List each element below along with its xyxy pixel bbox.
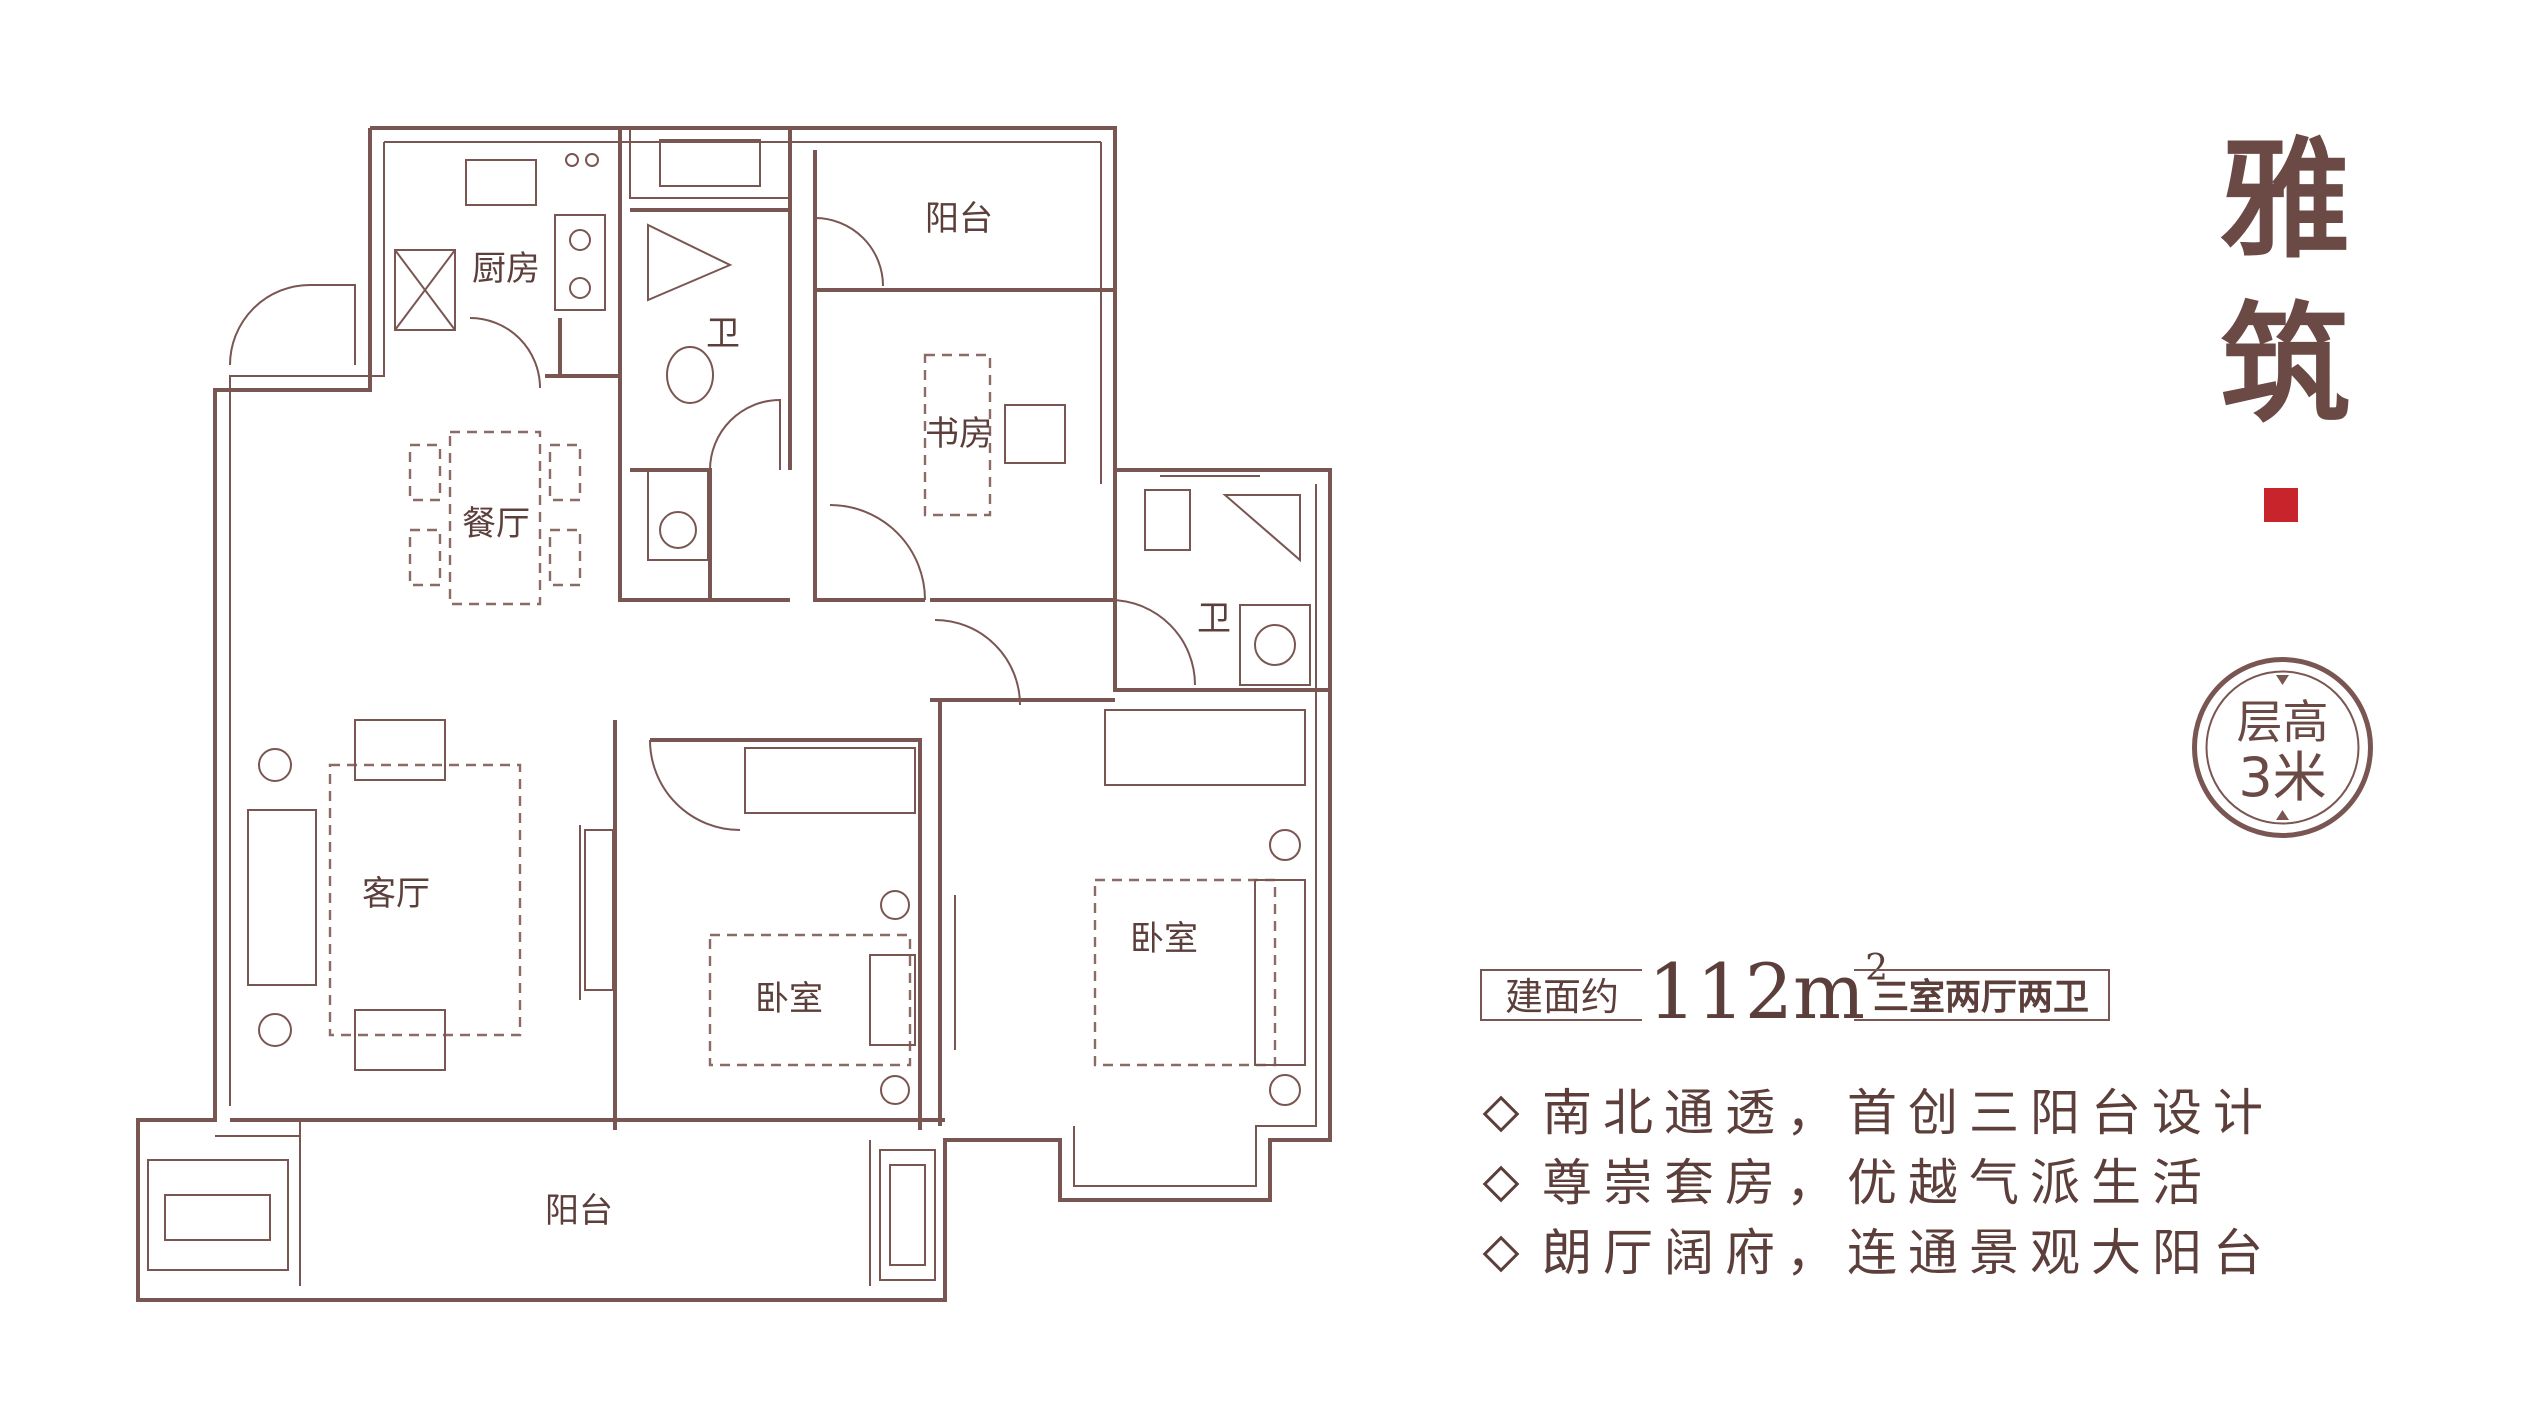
- feature-item: 南北通透，首创三阳台设计: [1482, 1088, 2274, 1138]
- layout-type: 三室两厅两卫: [1854, 969, 2110, 1021]
- ceiling-height-label: 层高: [2236, 695, 2329, 749]
- area-number: 112m: [1648, 947, 1866, 1036]
- room-label-living: 客厅: [362, 874, 430, 914]
- project-title-char-2: 筑: [2219, 288, 2350, 441]
- floor-plan: 厨房 卫 阳台 书房 餐厅 卫 客厅 卧室 卧室 阳台: [136, 126, 1332, 1302]
- room-label-bath-master: 卫: [1197, 599, 1231, 639]
- room-label-bath-north: 卫: [706, 314, 740, 354]
- kitchen-fixtures: [394, 153, 606, 331]
- feature-item: 尊崇套房，优越气派生活: [1482, 1158, 2213, 1208]
- diamond-bullet-icon: [1482, 1095, 1520, 1132]
- area-prefix: 建面约: [1480, 969, 1642, 1021]
- interior-walls: [215, 128, 1330, 1286]
- door-swings: [229, 217, 1196, 831]
- windows: [147, 127, 1260, 1281]
- diamond-bullet-icon: [1482, 1235, 1520, 1272]
- room-label-balcony-south: 阳台: [545, 1191, 613, 1231]
- ceiling-height-badge: 层高 3米: [2190, 655, 2375, 840]
- dining-furniture: [408, 430, 582, 606]
- badge-ring-icon: [2192, 657, 2373, 838]
- room-label-study: 书房: [925, 414, 993, 454]
- area-unit-superscript: 2: [1865, 948, 1889, 989]
- ceiling-height-value: 3米: [2238, 746, 2327, 809]
- seal-stamp-icon: [2264, 488, 2298, 522]
- bedroom-second-furniture: [708, 747, 916, 1105]
- bedroom-master-furniture: [1093, 709, 1306, 1106]
- feature-text: 尊崇套房，优越气派生活: [1542, 1154, 2213, 1212]
- living-furniture: [247, 719, 614, 1071]
- exterior-walls: [136, 126, 1332, 1302]
- room-label-balcony-north: 阳台: [925, 199, 993, 239]
- room-label-dining: 餐厅: [462, 504, 530, 544]
- feature-item: 朗厅阔府，连通景观大阳台: [1482, 1228, 2274, 1278]
- diamond-bullet-icon: [1482, 1165, 1520, 1202]
- room-label-kitchen: 厨房: [472, 249, 540, 289]
- area-value: 112m2: [1648, 951, 1888, 1030]
- feature-text: 南北通透，首创三阳台设计: [1542, 1084, 2274, 1142]
- bathroom-fixtures: [647, 223, 1311, 686]
- project-title-char-1: 雅: [2219, 123, 2350, 276]
- feature-text: 朗厅阔府，连通景观大阳台: [1542, 1224, 2274, 1282]
- study-furniture: [923, 353, 1066, 517]
- room-label-bedroom-second: 卧室: [755, 979, 823, 1019]
- room-label-bedroom-master: 卧室: [1130, 919, 1198, 959]
